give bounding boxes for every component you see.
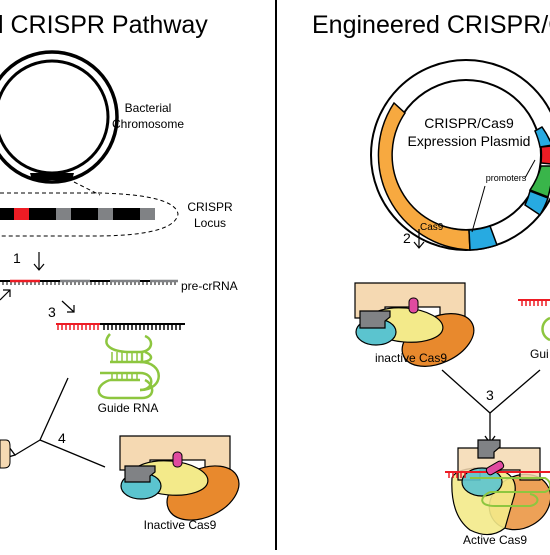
- inactive-cas9-right-label: inactive Cas9: [375, 351, 447, 365]
- left-panel: l CRISPR Pathway Bacterial Chromosome CR…: [0, 11, 240, 532]
- guide-rna-partial: [518, 299, 550, 342]
- step-3-number-right: 3: [486, 387, 494, 403]
- step-2-arrow-partial: [0, 289, 11, 301]
- locus-label-line2: Locus: [194, 216, 226, 230]
- chromosome-label-line1: Bacterial: [125, 101, 172, 115]
- promoter-pointers: [471, 159, 536, 233]
- crispr-locus-callout: [0, 192, 179, 237]
- step-1-number: 1: [13, 250, 21, 266]
- step-4-lines: [4, 377, 106, 468]
- chromosome-label-line2: Chromosome: [112, 117, 184, 131]
- plasmid-label-line1: CRISPR/Cas9: [424, 115, 514, 131]
- inactive-cas9-left: [119, 435, 240, 521]
- active-cas9-label: Active Cas9: [463, 533, 527, 547]
- guide-rna: [56, 323, 185, 400]
- right-panel-title: Engineered CRISPR/Ca: [312, 11, 550, 39]
- guide-label-partial: Gui: [530, 347, 549, 361]
- active-cas9: [445, 439, 550, 536]
- precrrna-label: pre-crRNA: [181, 279, 238, 293]
- right-panel: Engineered CRISPR/Ca CRISPR/Cas9 Express…: [312, 11, 550, 547]
- crispr-locus: [0, 208, 155, 220]
- plasmid-label-line2: Expression Plasmid: [408, 133, 531, 149]
- inactive-cas9-left-label: Inactive Cas9: [144, 518, 217, 532]
- step-2-arrow: [413, 229, 425, 249]
- active-cas9-partial: [0, 439, 11, 469]
- step-2-number: 2: [403, 230, 411, 246]
- step-3-arrow: [61, 300, 75, 313]
- guide-rna-label: Guide RNA: [98, 401, 159, 415]
- cas9-gene-label: Cas9: [420, 222, 444, 233]
- step-3-lines-right: [441, 369, 541, 445]
- pre-crrna: [0, 279, 178, 285]
- promoters-label: promoters: [486, 173, 527, 183]
- expression-plasmid: [370, 59, 550, 251]
- step-1-arrow: [33, 252, 45, 271]
- left-panel-title: l CRISPR Pathway: [0, 11, 208, 39]
- inactive-cas9-right: [354, 282, 475, 367]
- step-3-number: 3: [48, 304, 56, 320]
- locus-label-line1: CRISPR: [187, 200, 233, 214]
- bacterial-chromosome: [0, 50, 119, 184]
- step-4-number: 4: [58, 430, 66, 446]
